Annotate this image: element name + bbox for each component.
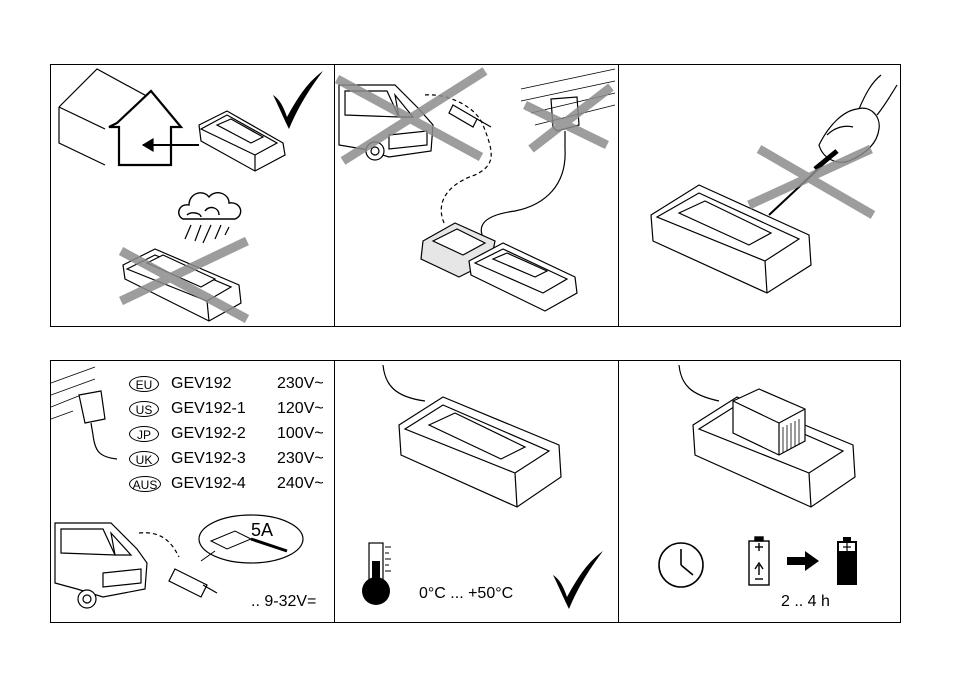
region-code-badge: EU xyxy=(129,376,159,392)
thermometer-icon xyxy=(362,542,391,605)
do-not-open-illustration xyxy=(650,74,898,294)
region-code-badge: JP xyxy=(129,426,159,442)
car-plug-icon xyxy=(168,568,218,598)
fuse-rating: 5A xyxy=(251,520,274,540)
full-battery-icon xyxy=(837,537,857,585)
cross-out-icon xyxy=(335,67,614,165)
charge-time-cell: 2 .. 4 h xyxy=(618,361,902,622)
voltage-label: 230V~ xyxy=(277,375,324,392)
instructions-row-bottom: EU GEV192 230V~ US GEV192-1 120V~ JP GEV… xyxy=(50,360,901,623)
check-icon xyxy=(273,71,323,129)
charging-illustration xyxy=(658,364,857,588)
indoor-use-illustration xyxy=(58,68,323,323)
voltage-label: 240V~ xyxy=(277,475,324,492)
region-code-badge: US xyxy=(129,401,159,417)
model-number: GEV192-4 xyxy=(171,475,246,492)
cross-out-icon xyxy=(118,236,250,323)
voltage-label: 230V~ xyxy=(277,450,324,467)
charge-duration: 2 .. 4 h xyxy=(781,593,830,610)
do-not-open-cell xyxy=(618,65,902,326)
check-icon xyxy=(553,551,603,609)
power-supply-cell: EU GEV192 230V~ US GEV192-1 120V~ JP GEV… xyxy=(51,361,334,622)
car-voltage-range: .. 9-32V= xyxy=(251,593,317,610)
temperature-cell: 0°C ... +50°C xyxy=(334,361,618,622)
rain-cloud-icon xyxy=(178,192,242,220)
model-number: GEV192-1 xyxy=(171,400,246,417)
voltage-label: 100V~ xyxy=(277,425,324,442)
instructions-row-top xyxy=(50,64,901,327)
region-code-badge: UK xyxy=(129,451,159,467)
wall-adapter-icon xyxy=(78,390,106,436)
charger-illustration xyxy=(362,364,603,609)
cross-out-icon xyxy=(747,144,876,219)
van-icon xyxy=(54,522,148,609)
power-source-illustration xyxy=(335,67,616,312)
power-supply-illustration xyxy=(51,366,304,609)
power-source-cell xyxy=(334,65,618,326)
temperature-range: 0°C ... +50°C xyxy=(419,585,514,602)
voltage-label: 120V~ xyxy=(277,400,324,417)
model-number: GEV192-2 xyxy=(171,425,246,442)
arrow-right-icon xyxy=(787,551,819,571)
region-code-badge: AUS xyxy=(129,476,161,492)
model-number: GEV192-3 xyxy=(171,450,246,467)
empty-battery-icon xyxy=(748,536,770,586)
model-number: GEV192 xyxy=(171,375,232,392)
clock-icon xyxy=(658,542,704,588)
indoor-use-cell xyxy=(51,65,334,326)
